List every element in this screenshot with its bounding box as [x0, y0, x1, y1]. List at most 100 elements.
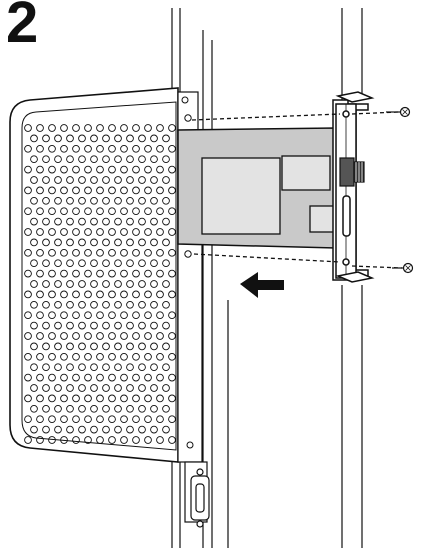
perforation-hole: [48, 269, 56, 278]
perforation-hole: [30, 384, 38, 392]
perforation-hole: [156, 269, 164, 278]
perforation-hole: [78, 300, 86, 309]
perforation-hole: [90, 300, 98, 309]
perforation-hole: [162, 155, 170, 164]
perforation-hole: [156, 186, 164, 195]
perforation-hole: [36, 415, 44, 424]
perforation-hole: [162, 259, 170, 268]
perforation-hole: [156, 415, 164, 424]
perforation-hole: [96, 332, 104, 340]
perforation-hole: [96, 144, 104, 153]
perforation-hole: [96, 352, 104, 361]
perforation-hole: [66, 155, 74, 164]
perforation-hole: [114, 321, 122, 330]
perforation-hole: [48, 186, 56, 195]
perforation-hole: [24, 415, 32, 424]
perforation-hole: [138, 217, 146, 226]
perforation-hole: [150, 404, 158, 413]
perforation-hole: [48, 332, 56, 340]
perforation-hole: [54, 404, 62, 413]
perforation-hole: [24, 436, 32, 444]
perforation-hole: [90, 404, 98, 413]
perforation-hole: [144, 436, 152, 444]
perforation-hole: [60, 269, 68, 278]
perforation-hole: [156, 290, 164, 299]
perforation-hole: [156, 332, 164, 340]
perforation-hole: [60, 165, 68, 174]
perforation-hole: [168, 124, 176, 132]
perforation-hole: [102, 280, 110, 288]
perforation-hole: [132, 269, 140, 278]
perforation-hole: [60, 436, 68, 444]
perforation-hole: [72, 311, 80, 320]
perforation-hole: [162, 425, 170, 434]
perforation-hole: [132, 207, 140, 216]
perforation-hole: [108, 207, 116, 216]
perforation-hole: [90, 196, 98, 205]
perforation-hole: [144, 394, 152, 403]
perforation-hole: [102, 259, 110, 268]
perforation-hole: [102, 238, 110, 247]
perforation-hole: [126, 342, 134, 351]
perforation-hole: [96, 373, 104, 382]
perforation-hole: [132, 332, 140, 340]
perforation-hole: [138, 425, 146, 434]
perforation-hole: [114, 238, 122, 247]
perforation-hole: [72, 165, 80, 174]
perforation-hole: [108, 415, 116, 424]
perforation-hole: [78, 404, 86, 413]
perforation-hole: [132, 436, 140, 444]
perforation-hole: [24, 332, 32, 340]
perforation-hole: [108, 394, 116, 403]
perforation-hole: [54, 155, 62, 164]
perforation-hole: [96, 290, 104, 299]
perforation-hole: [84, 228, 92, 236]
perforation-hole: [78, 134, 86, 143]
perforation-hole: [78, 425, 86, 434]
perforation-hole: [102, 217, 110, 226]
perforation-hole: [30, 342, 38, 351]
perforation-hole: [78, 196, 86, 205]
perforation-hole: [96, 436, 104, 444]
perforation-hole: [54, 342, 62, 351]
perforation-hole: [126, 259, 134, 268]
perforation-hole: [42, 176, 50, 184]
perforation-hole: [66, 425, 74, 434]
perforation-hole: [102, 155, 110, 164]
perforation-hole: [96, 311, 104, 320]
perforation-hole: [48, 415, 56, 424]
perforation-hole: [114, 176, 122, 184]
perforation-hole: [72, 144, 80, 153]
perforation-hole: [90, 425, 98, 434]
perforation-hole: [108, 269, 116, 278]
perforation-hole: [90, 384, 98, 392]
perforation-hole: [126, 134, 134, 143]
perforation-hole: [42, 300, 50, 309]
perforation-hole: [78, 238, 86, 247]
perforation-hole: [150, 363, 158, 372]
perforation-hole: [84, 165, 92, 174]
perforation-hole: [162, 217, 170, 226]
perforation-hole: [120, 269, 128, 278]
perforation-hole: [126, 425, 134, 434]
perforation-hole: [120, 394, 128, 403]
perforation-hole: [138, 134, 146, 143]
perforation-hole: [138, 300, 146, 309]
perforation-hole: [138, 404, 146, 413]
perforation-hole: [84, 394, 92, 403]
perforation-hole: [102, 176, 110, 184]
perforation-hole: [36, 165, 44, 174]
perforation-hole: [36, 290, 44, 299]
perforation-hole: [162, 342, 170, 351]
screw-icon: [386, 106, 411, 118]
perforation-hole: [108, 352, 116, 361]
perforation-hole: [36, 332, 44, 340]
perforation-hole: [138, 196, 146, 205]
perforation-hole: [90, 134, 98, 143]
perforation-hole: [132, 290, 140, 299]
perforation-hole: [144, 332, 152, 340]
perforation-hole: [168, 186, 176, 195]
perforation-hole: [144, 269, 152, 278]
perforation-hole: [126, 280, 134, 288]
perforation-hole: [72, 124, 80, 132]
